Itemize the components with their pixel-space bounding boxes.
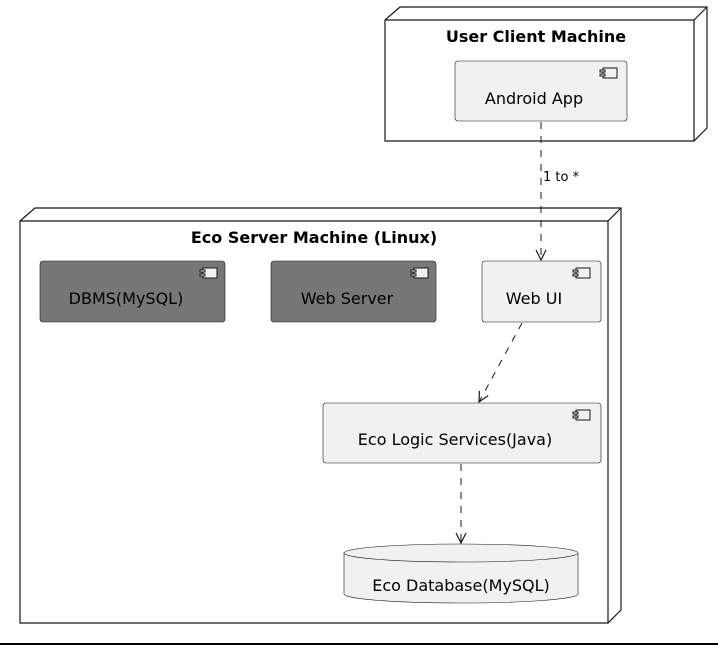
component-icon [599, 67, 618, 79]
node-title-client: User Client Machine [446, 27, 626, 46]
component-label-dbms: DBMS(MySQL) [69, 289, 184, 308]
component-web-server[interactable]: Web Server [270, 260, 437, 323]
component-web-ui[interactable]: Web UI [481, 260, 602, 323]
component-icon [199, 267, 218, 279]
component-label-web-server: Web Server [301, 289, 394, 308]
component-eco-logic-services[interactable]: Eco Logic Services(Java) [322, 402, 602, 464]
node-title-server: Eco Server Machine (Linux) [191, 228, 437, 247]
component-icon [572, 267, 591, 279]
component-android-app[interactable]: Android App [454, 60, 628, 122]
edge-android-app-to-web-ui: 1 to * [541, 122, 580, 260]
component-label-android-app: Android App [485, 89, 583, 108]
component-dbms-mysql[interactable]: DBMS(MySQL) [39, 260, 226, 323]
component-icon [410, 267, 429, 279]
database-label-eco-database: Eco Database(MySQL) [372, 576, 550, 595]
edge-web-ui-to-eco-logic [479, 322, 523, 402]
component-label-eco-logic: Eco Logic Services(Java) [358, 430, 552, 449]
edge-label-cardinality: 1 to * [543, 170, 580, 185]
component-label-web-ui: Web UI [506, 289, 562, 308]
bottom-divider [0, 643, 718, 645]
database-eco-database[interactable]: Eco Database(MySQL) [343, 543, 579, 604]
component-icon [572, 409, 591, 421]
